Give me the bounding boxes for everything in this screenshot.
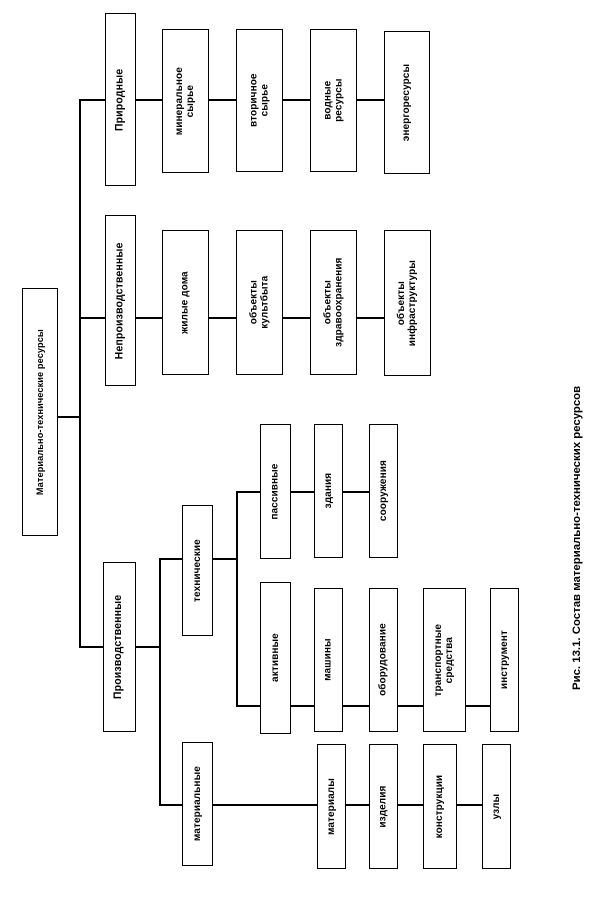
connector-oborudovanie-to-transport [398, 705, 424, 707]
node-zhilye-doma-label: жилые дома [179, 271, 191, 334]
connector-zdravo-to-infra [357, 317, 385, 319]
connector-passivnye-to-zdaniya [291, 491, 315, 493]
connector-materialy-to-izdeliya [346, 804, 370, 806]
node-izdeliya-label: изделия [377, 785, 389, 828]
node-uzly: узлы [482, 744, 511, 869]
connector-tehnicheskie-stem [213, 558, 237, 560]
node-materialy: материалы [317, 744, 346, 869]
node-vodnye-resursy: водные ресурсы [310, 29, 357, 172]
connector-transport-to-instrument [466, 705, 491, 707]
node-passivnye: пассивные [260, 424, 291, 559]
connector-konstrukcii-to-uzly [457, 804, 483, 806]
figure-caption: Рис. 13.1. Состав материально-технически… [571, 385, 583, 690]
node-materialy-label: материалы [325, 778, 337, 835]
connector-materialnye-to-materialy [213, 804, 318, 806]
node-root: Материально-технические ресурсы [22, 288, 58, 536]
connector-vodnye-to-energo [357, 99, 385, 101]
node-zhilye-doma: жилые дома [162, 230, 209, 375]
node-zdaniya-label: здания [322, 473, 334, 509]
node-mineralnoe-syre: минеральное сырье [162, 29, 209, 173]
node-vtorichnoe-syre: вторичное сырье [236, 29, 283, 172]
node-aktivnye: активные [260, 582, 291, 734]
node-mineralnoe-syre-label: минеральное сырье [174, 66, 197, 136]
node-obekty-zdravoohraneniya-label: объекты здравоохранения [322, 257, 345, 348]
node-obekty-infrastruktury: объекты инфраструктуры [384, 230, 431, 376]
node-instrument: инструмент [490, 588, 519, 732]
node-tehnicheskie-label: технические [191, 539, 203, 602]
connector-main-trunk [79, 99, 81, 648]
connector-proizv-stem [136, 646, 161, 648]
connector-neproizv-to-zhilye [136, 317, 163, 319]
connector-to-materialnye [159, 804, 183, 806]
connector-tehnicheskie-split-trunk [236, 491, 238, 706]
node-transportnye-sredstva: транспортные средства [423, 588, 466, 732]
node-transportnye-sredstva-label: транспортные средства [433, 623, 456, 697]
connector-proizv-subtrunk [159, 558, 161, 806]
connector-aktivnye-to-mashiny [291, 705, 315, 707]
node-prirodnye-label: Природные [113, 68, 126, 131]
node-aktivnye-label: активные [269, 633, 281, 683]
connector-to-tehnicheskie [159, 558, 183, 560]
connector-izdeliya-to-konstrukcii [398, 804, 424, 806]
node-vodnye-resursy-label: водные ресурсы [322, 78, 345, 123]
connector-branch-proizvodstvennye [79, 646, 106, 648]
node-konstrukcii-label: конструкции [434, 774, 446, 839]
connector-kultbyta-to-zdravo [283, 317, 311, 319]
node-mashiny-label: машины [322, 638, 334, 682]
connector-zdaniya-to-sooruzheniya [343, 491, 370, 493]
connector-mineralnoe-to-vtorichnoe [209, 99, 237, 101]
node-instrument-label: инструмент [498, 630, 510, 690]
connector-to-aktivnye [236, 705, 261, 707]
node-zdaniya: здания [314, 424, 343, 558]
node-materialnye: материальные [182, 742, 213, 866]
node-passivnye-label: пассивные [269, 463, 281, 520]
node-proizvodstvennye: Производственные [103, 562, 136, 732]
node-energoresursy: энергоресурсы [384, 31, 430, 174]
node-materialnye-label: материальные [191, 766, 203, 842]
node-prirodnye: Природные [105, 13, 136, 186]
connector-mashiny-to-oborudovanie [343, 705, 370, 707]
connector-vtorichnoe-to-vodnye [283, 99, 311, 101]
connector-branch-neproizvodstvennye [79, 317, 106, 319]
connector-zhilye-to-kultbyta [209, 317, 237, 319]
node-sooruzheniya-label: сооружения [377, 460, 389, 522]
node-sooruzheniya: сооружения [369, 424, 398, 558]
node-obekty-zdravoohraneniya: объекты здравоохранения [310, 230, 357, 375]
connector-root-stem [58, 416, 80, 418]
node-obekty-infrastruktury-label: объекты инфраструктуры [396, 259, 419, 347]
node-mashiny: машины [314, 588, 343, 732]
node-vtorichnoe-syre-label: вторичное сырье [248, 73, 271, 128]
node-izdeliya: изделия [369, 744, 398, 869]
node-uzly-label: узлы [490, 793, 502, 820]
node-tehnicheskie: технические [182, 505, 213, 636]
node-obekty-kultbyta-label: объекты культбыта [248, 275, 271, 330]
node-proizvodstvennye-label: Производственные [112, 594, 125, 700]
node-neproizvodstvennye: Непроизводственные [105, 215, 136, 386]
connector-branch-prirodnye [79, 99, 106, 101]
node-oborudovanie-label: оборудование [377, 623, 389, 697]
node-oborudovanie: оборудование [369, 588, 398, 732]
node-neproizvodstvennye-label: Непроизводственные [113, 242, 126, 359]
node-energoresursy-label: энергоресурсы [401, 63, 413, 142]
node-root-label: Материально-технические ресурсы [34, 328, 45, 496]
connector-prirodnye-to-mineralnoe [136, 99, 163, 101]
connector-to-passivnye [236, 491, 261, 493]
node-konstrukcii: конструкции [423, 744, 457, 869]
node-obekty-kultbyta: объекты культбыта [236, 230, 283, 375]
